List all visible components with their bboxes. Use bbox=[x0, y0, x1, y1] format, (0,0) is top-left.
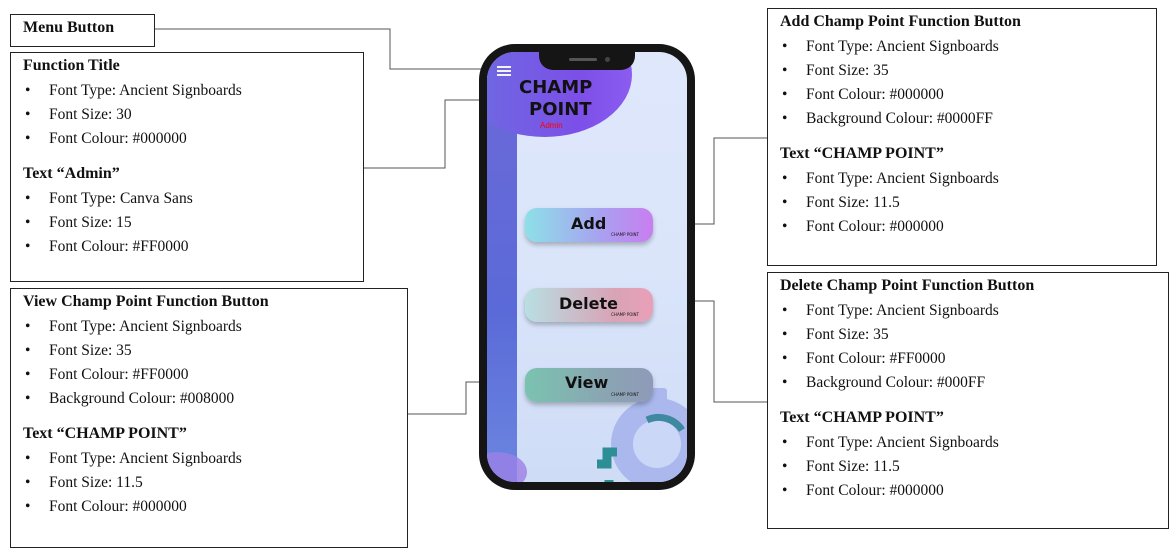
annotation-item: Font Colour: #000000 bbox=[23, 495, 395, 519]
admin-label: Admin bbox=[540, 121, 563, 130]
annotation-item: Font Type: Ancient Signboards bbox=[780, 431, 1156, 455]
annotation-title: Menu Button bbox=[23, 19, 115, 36]
add-button[interactable]: Add CHAMP POINT bbox=[525, 208, 653, 242]
annotation-title: Delete Champ Point Function Button bbox=[780, 277, 1035, 294]
app-title-line2: POINT bbox=[529, 99, 592, 120]
annotation-title: View Champ Point Function Button bbox=[23, 293, 269, 310]
annotation-subtitle: Text “CHAMP POINT” bbox=[780, 145, 944, 162]
annotation-item: Font Colour: #FF0000 bbox=[23, 235, 351, 259]
add-button-label: Add bbox=[571, 214, 607, 233]
annotation-item: Background Colour: #008000 bbox=[23, 387, 395, 411]
annotation-item: Font Colour: #000000 bbox=[23, 127, 351, 151]
annotation-item: Font Colour: #000000 bbox=[780, 83, 1144, 107]
annotation-item: Font Size: 11.5 bbox=[23, 471, 395, 495]
annotation-subtitle: Text “CHAMP POINT” bbox=[780, 409, 944, 426]
annotation-item: Font Type: Ancient Signboards bbox=[780, 299, 1156, 323]
annotation-item: Font Colour: #FF0000 bbox=[780, 347, 1156, 371]
camera-icon bbox=[605, 57, 610, 62]
app-title-line1: CHAMP bbox=[519, 77, 593, 98]
function-title-annotation: Function Title Font Type: Ancient Signbo… bbox=[10, 52, 364, 282]
annotation-item: Font Colour: #000000 bbox=[780, 479, 1156, 503]
annotation-item: Font Type: Ancient Signboards bbox=[23, 447, 395, 471]
annotation-item: Font Size: 30 bbox=[23, 103, 351, 127]
add-button-annotation: Add Champ Point Function Button Font Typ… bbox=[767, 8, 1157, 266]
annotation-item: Font Type: Ancient Signboards bbox=[780, 35, 1144, 59]
menu-button-annotation: Menu Button bbox=[10, 14, 155, 47]
add-button-sublabel: CHAMP POINT bbox=[611, 232, 639, 237]
annotation-item: Font Size: 15 bbox=[23, 211, 351, 235]
annotation-item: Font Size: 11.5 bbox=[780, 455, 1156, 479]
annotation-item: Font Size: 35 bbox=[23, 339, 395, 363]
view-button[interactable]: View CHAMP POINT bbox=[525, 368, 653, 402]
annotation-title: Add Champ Point Function Button bbox=[780, 13, 1021, 30]
connector-menu bbox=[155, 28, 497, 70]
view-button-sublabel: CHAMP POINT bbox=[611, 392, 639, 397]
delete-button-annotation: Delete Champ Point Function Button Font … bbox=[767, 272, 1169, 529]
decorative-blob bbox=[487, 452, 527, 482]
annotation-item: Font Colour: #FF0000 bbox=[23, 363, 395, 387]
annotation-item: Font Type: Ancient Signboards bbox=[780, 167, 1144, 191]
annotation-item: Font Size: 11.5 bbox=[780, 191, 1144, 215]
annotation-item: Font Type: Ancient Signboards bbox=[23, 79, 351, 103]
connector-function-title bbox=[364, 99, 504, 169]
phone-screen: CHAMP POINT Admin Add CHAMP POINT Delete… bbox=[487, 52, 687, 482]
annotation-title: Function Title bbox=[23, 57, 120, 74]
annotation-item: Font Type: Canva Sans bbox=[23, 187, 351, 211]
view-button-annotation: View Champ Point Function Button Font Ty… bbox=[10, 288, 408, 548]
annotation-subtitle: Text “Admin” bbox=[23, 165, 120, 182]
delete-button[interactable]: Delete CHAMP POINT bbox=[525, 288, 653, 322]
delete-button-sublabel: CHAMP POINT bbox=[611, 312, 639, 317]
annotation-item: Font Size: 35 bbox=[780, 59, 1144, 83]
view-button-label: View bbox=[565, 373, 609, 392]
gear-icon bbox=[597, 388, 687, 482]
phone-mockup: CHAMP POINT Admin Add CHAMP POINT Delete… bbox=[479, 44, 695, 490]
annotation-item: Background Colour: #0000FF bbox=[780, 107, 1144, 131]
annotation-item: Font Type: Ancient Signboards bbox=[23, 315, 395, 339]
phone-notch bbox=[539, 52, 635, 70]
menu-icon[interactable] bbox=[497, 66, 511, 78]
speaker-grille bbox=[569, 58, 597, 61]
annotation-item: Background Colour: #000FF bbox=[780, 371, 1156, 395]
annotation-subtitle: Text “CHAMP POINT” bbox=[23, 425, 187, 442]
annotation-item: Font Colour: #000000 bbox=[780, 215, 1144, 239]
delete-button-label: Delete bbox=[559, 294, 618, 313]
annotation-item: Font Size: 35 bbox=[780, 323, 1156, 347]
